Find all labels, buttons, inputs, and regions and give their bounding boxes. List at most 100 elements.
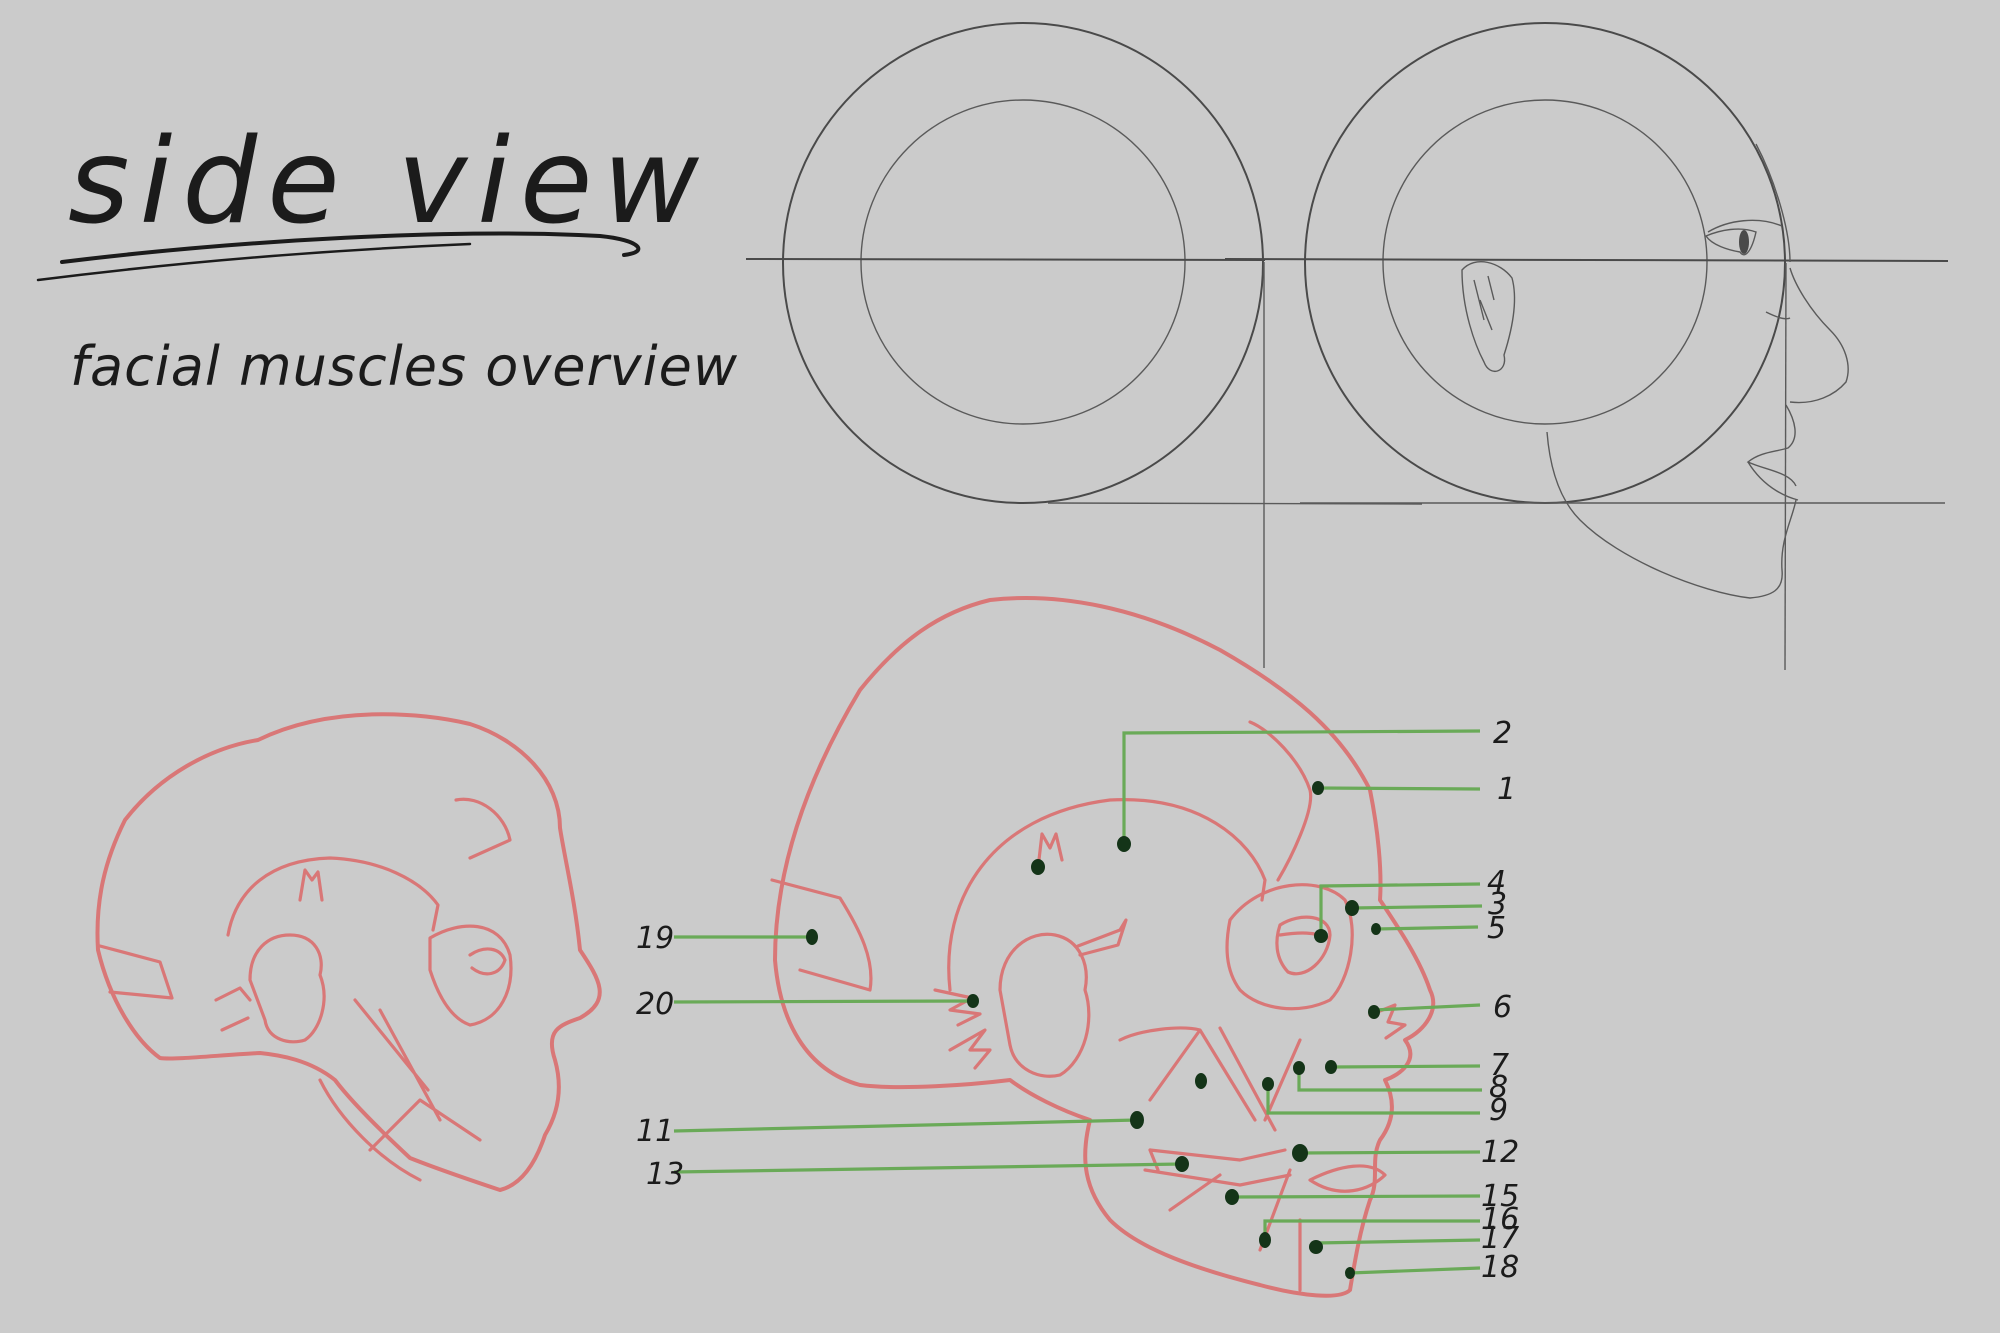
lower-face-muscles <box>318 998 482 1182</box>
marker-dot-16 <box>1259 1232 1271 1248</box>
marker-dot-17 <box>1309 1240 1323 1254</box>
leader-9 <box>1266 1084 1480 1115</box>
leader-7 <box>1330 1064 1481 1069</box>
label-8: 8 <box>1489 1070 1508 1105</box>
leader-13 <box>673 1162 1183 1174</box>
eye-outline <box>1704 228 1757 256</box>
anterior-auricular <box>1076 918 1128 957</box>
lower-lip-line <box>1747 461 1799 501</box>
label-5: 5 <box>1487 911 1506 946</box>
lips <box>1308 1164 1387 1193</box>
title-block: side view facial muscles overview <box>36 112 737 398</box>
marker-dot-11 <box>1130 1111 1144 1129</box>
label-17: 17 <box>1481 1221 1519 1256</box>
leader-20 <box>673 999 974 1004</box>
leader-3 <box>1351 904 1483 910</box>
title-underline-stroke-2 <box>36 242 472 282</box>
construction-guides <box>745 22 1949 671</box>
label-15: 15 <box>1481 1179 1519 1214</box>
auricular-muscles <box>214 986 252 1032</box>
leader-lines-right <box>1122 729 1483 1275</box>
label-13: 13 <box>646 1157 684 1192</box>
depressor-muscles <box>1168 1168 1302 1292</box>
brow-guide-line-left <box>745 258 1266 261</box>
nose-line <box>1789 267 1849 404</box>
marker-dot-4 <box>1314 929 1328 943</box>
leader-18 <box>1349 1266 1481 1275</box>
label-18: 18 <box>1481 1250 1519 1285</box>
marker-dot-19 <box>806 929 818 945</box>
frontalis-patch <box>454 797 512 860</box>
eye-pupil <box>1739 230 1749 254</box>
marker-dot-18 <box>1345 1267 1355 1279</box>
marker-dot-2 <box>1117 836 1131 852</box>
occipitalis <box>98 944 174 1000</box>
upper-lip-line <box>1746 404 1797 487</box>
frontalis <box>1248 720 1313 882</box>
eye-opening <box>468 947 507 976</box>
leader-6 <box>1373 1003 1481 1012</box>
right-outer-circle <box>1304 22 1786 504</box>
orbicularis-oculi <box>428 924 513 1027</box>
zygomatic-muscles <box>1118 1026 1302 1132</box>
marker-dot-9 <box>1262 1077 1274 1091</box>
brow-guide-line-right <box>1224 258 1949 262</box>
leader-11 <box>673 1118 1138 1133</box>
nostril-line <box>1765 311 1791 320</box>
title-underline <box>60 231 641 264</box>
posterior-auricular <box>933 988 992 1070</box>
leader-16 <box>1263 1219 1480 1240</box>
profile-sketch <box>1461 143 1849 599</box>
label-1: 1 <box>1497 772 1516 807</box>
label-20: 20 <box>636 987 674 1022</box>
marker-dot-unlabeled <box>1195 1073 1207 1089</box>
page-title: side view <box>68 112 709 250</box>
superior-auricular <box>298 868 324 902</box>
buccinator-risorius <box>1143 1148 1292 1187</box>
temporalis-outline <box>947 798 1267 992</box>
leader-12 <box>1299 1150 1481 1155</box>
marker-dot-15 <box>1225 1189 1239 1205</box>
marker-dot-13 <box>1175 1156 1189 1172</box>
number-labels-right: 2 1 4 3 5 6 7 8 9 12 15 16 17 18 <box>1481 716 1519 1285</box>
marker-dot-12 <box>1292 1144 1308 1162</box>
leader-1 <box>1317 786 1481 791</box>
label-2: 2 <box>1493 716 1512 751</box>
labeled-skull: 2 1 4 3 5 6 7 8 9 12 15 16 17 18 19 20 1… <box>636 596 1519 1298</box>
ear-outline <box>1461 261 1516 372</box>
number-labels-left: 19 20 11 13 <box>636 921 684 1192</box>
label-6: 6 <box>1493 990 1512 1025</box>
label-9: 9 <box>1489 1093 1508 1128</box>
left-outer-circle <box>782 22 1264 504</box>
jaw-line <box>1546 431 1797 599</box>
label-4: 4 <box>1487 865 1506 900</box>
occipitalis <box>770 878 873 992</box>
masseter-upper <box>248 933 326 1044</box>
temporalis-outline <box>226 856 440 937</box>
chin-guide-line-left <box>1047 502 1423 505</box>
forehead-line <box>1755 143 1791 263</box>
leader-2 <box>1122 729 1481 844</box>
leader-15 <box>1231 1194 1481 1199</box>
eyebrow-line <box>1707 219 1783 233</box>
marker-dots <box>806 781 1381 1279</box>
marker-dot-8 <box>1293 1061 1305 1075</box>
unlabeled-skull <box>95 712 602 1192</box>
marker-dot-7 <box>1325 1060 1337 1074</box>
label-3: 3 <box>1488 887 1507 922</box>
superior-auricular <box>1036 832 1064 870</box>
marker-dot-3 <box>1345 900 1359 916</box>
marker-dot-6 <box>1368 1005 1380 1019</box>
leader-4 <box>1319 882 1481 934</box>
marker-dot-5 <box>1371 923 1381 935</box>
leader-5 <box>1375 925 1479 931</box>
leader-lines-left <box>673 935 1183 1174</box>
skull-outline <box>95 712 602 1192</box>
ear-detail <box>1473 275 1495 331</box>
marker-dot-20b <box>1031 859 1045 875</box>
leader-8 <box>1297 1068 1482 1092</box>
label-7: 7 <box>1490 1048 1509 1083</box>
vertical-guide-right <box>1784 262 1787 671</box>
orbicularis-oculi <box>1225 883 1354 1011</box>
